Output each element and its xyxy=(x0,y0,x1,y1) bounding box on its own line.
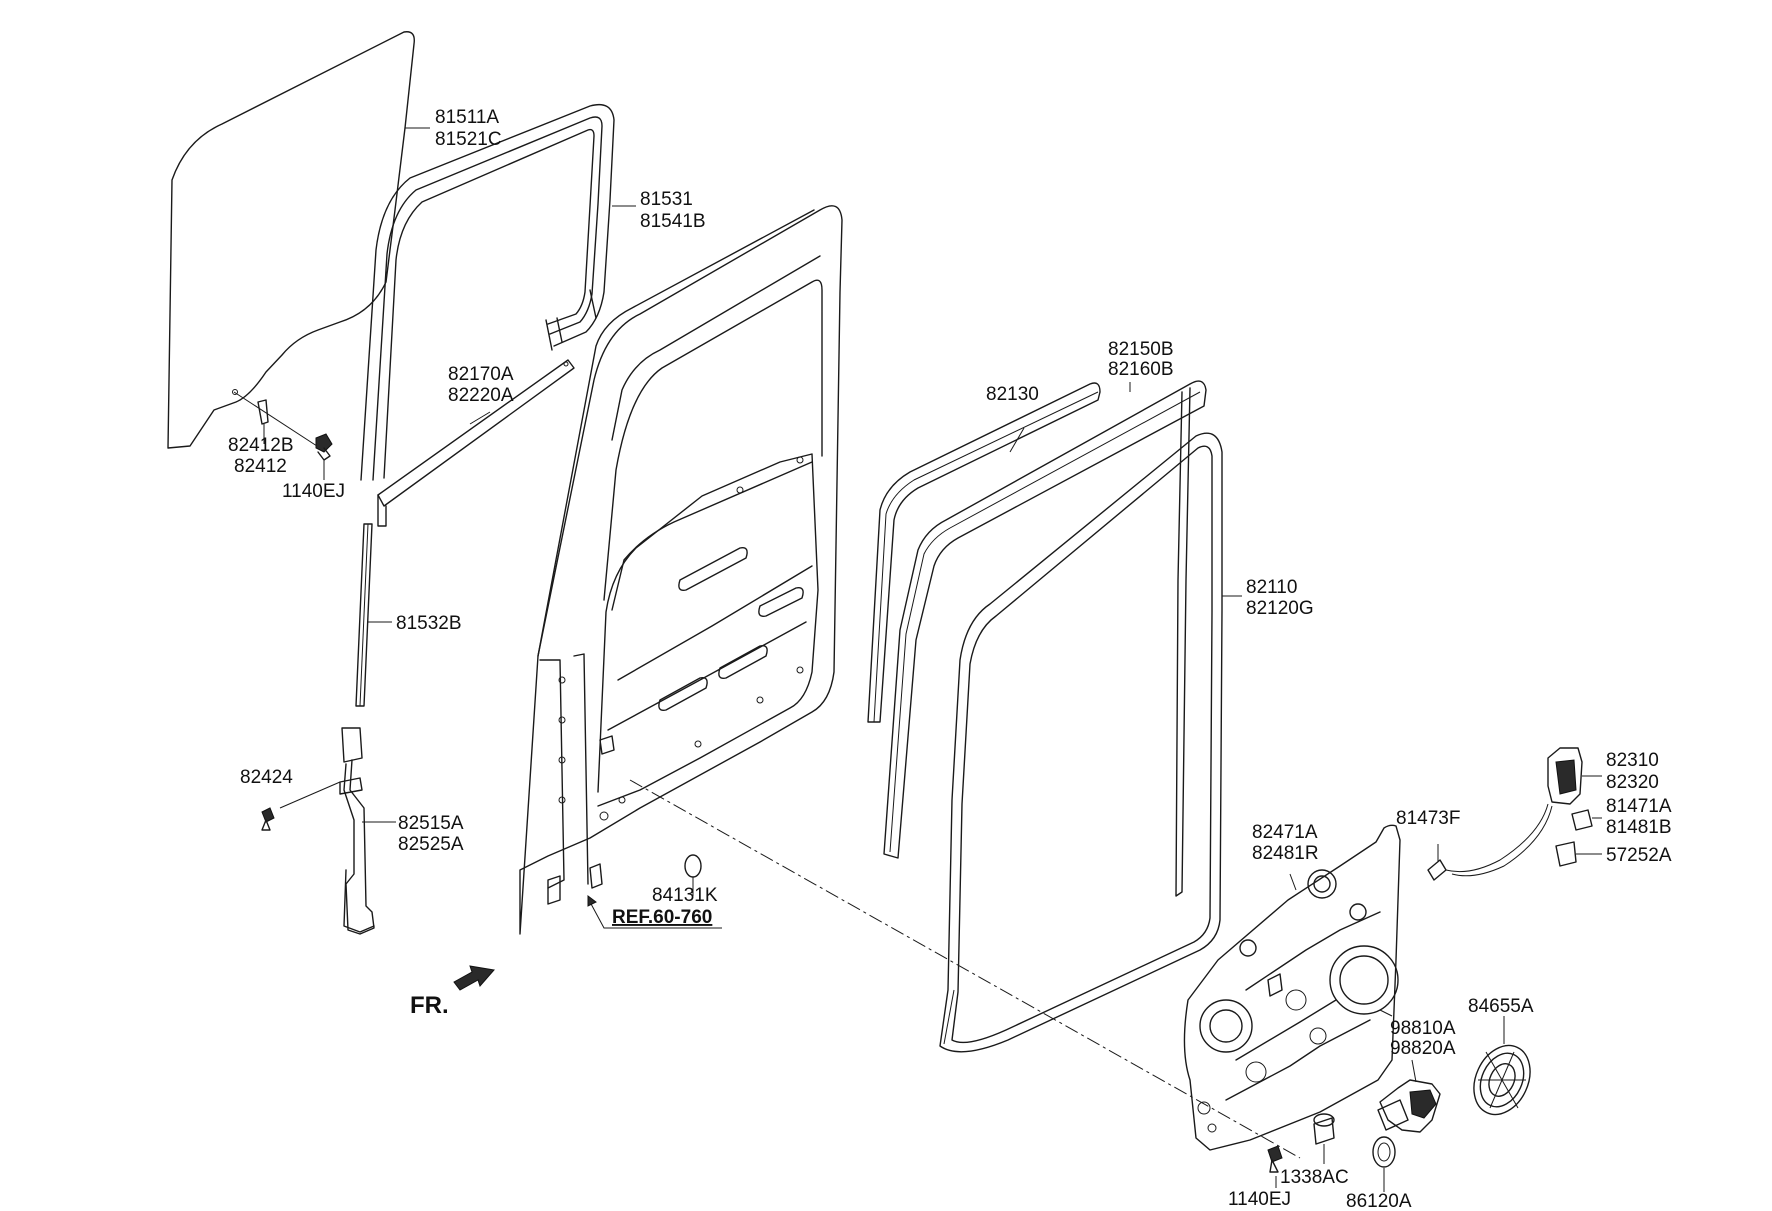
label-81471a: 81471A xyxy=(1606,796,1672,817)
label-98810a: 98810A xyxy=(1390,1018,1456,1039)
grommet-1338ac xyxy=(1313,1113,1335,1164)
door-latch xyxy=(1547,747,1602,805)
speaker-84655a xyxy=(1473,1016,1531,1116)
bolt-1140ej-lower xyxy=(1267,1145,1283,1188)
label-82220a: 82220A xyxy=(448,385,514,406)
window-motor xyxy=(1377,1059,1441,1133)
label-1140ej-upper: 1140EJ xyxy=(282,481,345,502)
label-ref-60-760: REF.60-760 xyxy=(612,907,712,928)
door-weatherstrip-82150b xyxy=(883,380,1207,897)
label-82160b: 82160B xyxy=(1108,359,1174,380)
delta-molding xyxy=(377,359,575,527)
label-81473f: 81473F xyxy=(1396,808,1460,829)
window-rail xyxy=(279,727,375,935)
bolt-82424 xyxy=(261,807,275,831)
label-82525a: 82525A xyxy=(398,834,464,855)
label-81521c: 81521C xyxy=(435,129,502,150)
seal-ring-86120a xyxy=(1372,1136,1396,1192)
label-82412: 82412 xyxy=(234,456,287,477)
label-82150b: 82150B xyxy=(1108,339,1174,360)
label-82110: 82110 xyxy=(1246,577,1297,598)
label-84131k: 84131K xyxy=(652,885,718,906)
door-module-panel xyxy=(1183,824,1401,1151)
label-82320: 82320 xyxy=(1606,772,1659,793)
label-84655a: 84655A xyxy=(1468,996,1534,1017)
label-82310: 82310 xyxy=(1606,750,1659,771)
assembly-line xyxy=(629,779,1301,1159)
label-81511a: 81511A xyxy=(435,107,499,128)
label-82130: 82130 xyxy=(986,384,1039,405)
label-86120a: 86120A xyxy=(1346,1191,1412,1211)
label-1338ac: 1338AC xyxy=(1280,1167,1349,1188)
label-81481b: 81481B xyxy=(1606,817,1672,838)
label-82120g: 82120G xyxy=(1246,598,1314,619)
label-82481r: 82481R xyxy=(1252,843,1319,864)
latch-bracket-81471a xyxy=(1571,809,1602,831)
label-81531: 81531 xyxy=(640,189,693,210)
label-81541b: 81541B xyxy=(640,211,706,232)
plug-84131k xyxy=(684,854,702,896)
door-glass xyxy=(167,31,415,449)
label-1140ej-lower: 1140EJ xyxy=(1228,1189,1291,1210)
label-82471a: 82471A xyxy=(1252,822,1318,843)
ref-arrow xyxy=(587,895,722,929)
rear-channel xyxy=(355,523,373,707)
label-82424: 82424 xyxy=(240,767,293,788)
part-labels: 81511A 81521C 81531 81541B 82170A 82220A… xyxy=(228,107,1672,1211)
door-seal-82110 xyxy=(939,432,1223,1053)
glass-run-channel xyxy=(360,103,615,481)
label-98820a: 98820A xyxy=(1390,1038,1456,1059)
door-inner-panel xyxy=(519,205,843,935)
glass-bolt-assembly xyxy=(233,391,333,480)
cable-81473f xyxy=(1427,803,1553,881)
outer-belt-weatherstrip xyxy=(867,382,1101,723)
label-82170a: 82170A xyxy=(448,364,514,385)
label-57252a: 57252A xyxy=(1606,845,1672,866)
label-81532b: 81532B xyxy=(396,613,462,634)
clip-57252a xyxy=(1555,841,1602,867)
leader-lines xyxy=(362,127,1393,1017)
label-front: FR. xyxy=(410,992,449,1019)
label-82515a: 82515A xyxy=(398,813,464,834)
front-arrow xyxy=(453,965,495,991)
label-82412b: 82412B xyxy=(228,435,294,456)
